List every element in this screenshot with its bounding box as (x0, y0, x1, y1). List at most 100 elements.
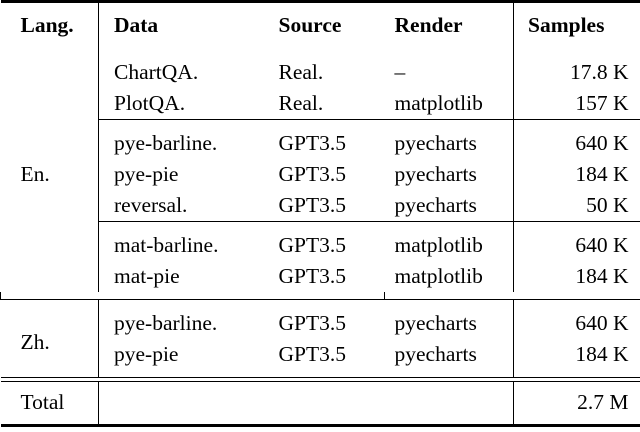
total-separator-double-rule (0, 377, 640, 382)
total-cell-data (98, 381, 267, 427)
total-row[interactable]: Total 2.7 M (0, 381, 640, 427)
sub-rule-cell-data (98, 119, 267, 120)
table-row[interactable]: pye-pie GPT3.5 pyecharts 184 K (1, 339, 640, 370)
cell-source: GPT3.5 (266, 190, 385, 222)
cell-render: pyecharts (384, 190, 514, 222)
group-label-en: En. (0, 57, 99, 292)
sub-rule-cell-samples (513, 221, 640, 222)
column-header-source: Source (266, 3, 385, 49)
pad-cell-data (98, 300, 267, 308)
group-en-top-pad (0, 49, 640, 57)
pad-cell-source (98, 292, 267, 300)
group-zh-bottom-pad (1, 370, 640, 378)
cell-samples: 17.8 K (513, 57, 640, 88)
double-rule-cell-render (384, 377, 514, 382)
cell-data: PlotQA. (98, 88, 267, 120)
pad-cell-samples (513, 120, 640, 128)
cell-render: matplotlib (384, 88, 514, 120)
cell-render: pyecharts (384, 159, 514, 190)
pad-cell-samples (384, 292, 514, 300)
block-separator-rule (1, 119, 640, 120)
cell-samples: 640 K (513, 230, 640, 261)
cell-render: matplotlib (384, 230, 514, 261)
cell-source: GPT3.5 (266, 261, 385, 292)
pad-cell-samples (513, 300, 640, 308)
table-row[interactable]: PlotQA. Real. matplotlib 157 K (1, 88, 640, 120)
table-body: En. ChartQA. Real. – 17.8 K PlotQA. Real… (0, 49, 640, 427)
cell-data: pye-pie (98, 339, 267, 370)
pad-cell-data (98, 222, 267, 230)
cell-data: mat-pie (98, 261, 267, 292)
column-header-render: Render (384, 3, 514, 49)
cell-samples: 184 K (513, 159, 640, 190)
pad-cell-source (266, 370, 385, 378)
table-row[interactable]: pye-pie GPT3.5 pyecharts 184 K (1, 159, 640, 190)
sub-rule-cell-source (266, 221, 385, 222)
pad-cell-source (266, 222, 385, 230)
table-row[interactable]: Zh. pye-barline. GPT3.5 pyecharts 640 K (0, 308, 640, 378)
cell-source: Real. (266, 57, 385, 88)
top-rule-cell-4 (384, 0, 514, 4)
cell-render: matplotlib (384, 261, 514, 292)
pad-cell-data (98, 49, 267, 57)
cell-source: GPT3.5 (266, 308, 385, 339)
total-cell-source (266, 381, 385, 427)
cell-source: GPT3.5 (266, 230, 385, 261)
pad-cell-render (266, 292, 385, 300)
table-row[interactable]: En. ChartQA. Real. – 17.8 K (0, 57, 640, 292)
cell-data: mat-barline. (98, 230, 267, 261)
header-row: Lang. Data Source Render Samples (0, 3, 640, 49)
cell-source: GPT3.5 (266, 339, 385, 370)
top-rule-cell-5 (513, 0, 640, 4)
pad-cell-render (384, 370, 514, 378)
group-rule-cell-source (266, 299, 385, 300)
table-row[interactable]: reversal. GPT3.5 pyecharts 50 K (1, 190, 640, 222)
sub-rule-cell-data (98, 221, 267, 222)
table-row[interactable]: mat-pie GPT3.5 matplotlib 184 K (1, 261, 640, 292)
cell-render: – (384, 57, 514, 88)
column-header-samples: Samples (513, 3, 640, 49)
pad-cell-samples (513, 49, 640, 57)
top-rule-cell-3 (266, 0, 385, 4)
cell-data: reversal. (98, 190, 267, 222)
group-en-bottom-pad (0, 292, 640, 300)
block-pad (1, 120, 640, 128)
column-header-data: Data (98, 3, 267, 49)
double-rule-cell-source (266, 377, 385, 382)
pad-cell-source (266, 49, 385, 57)
pad-cell-data (98, 120, 267, 128)
pad-cell-data (98, 370, 267, 378)
cell-source: GPT3.5 (266, 159, 385, 190)
pad-cell-samples (513, 222, 640, 230)
cell-data: pye-barline. (98, 308, 267, 339)
sub-rule-cell-samples (513, 119, 640, 120)
sub-rule-cell-render (384, 221, 514, 222)
cell-samples: 50 K (513, 190, 640, 222)
pad-cell-source (266, 300, 385, 308)
table-row[interactable]: mat-barline. GPT3.5 matplotlib 640 K (1, 230, 640, 261)
top-rule-row (0, 0, 640, 4)
cell-render: pyecharts (384, 308, 514, 339)
group-zh-top-pad (0, 300, 640, 308)
table-row[interactable]: pye-barline. GPT3.5 pyecharts 640 K (1, 128, 640, 159)
top-rule-cell-1 (0, 0, 99, 4)
pad-cell-source (266, 120, 385, 128)
block-pad (1, 222, 640, 230)
double-rule-cell-data (98, 377, 267, 382)
cell-samples: 640 K (513, 128, 640, 159)
pad-cell-data (0, 292, 99, 300)
group-separator-rule (0, 299, 640, 300)
cell-data: pye-barline. (98, 128, 267, 159)
pad-cell-lang (0, 49, 99, 57)
cell-samples: 184 K (513, 339, 640, 370)
group-label-zh: Zh. (0, 308, 99, 378)
cell-source: Real. (266, 88, 385, 120)
cell-render: pyecharts (384, 339, 514, 370)
double-rule-cell-samples (513, 377, 640, 382)
cell-data: ChartQA. (98, 57, 267, 88)
total-cell-samples: 2.7 M (513, 381, 640, 427)
group-rule-cell-lang (0, 299, 99, 300)
sub-rule-cell-source (266, 119, 385, 120)
pad-cell-render (384, 49, 514, 57)
